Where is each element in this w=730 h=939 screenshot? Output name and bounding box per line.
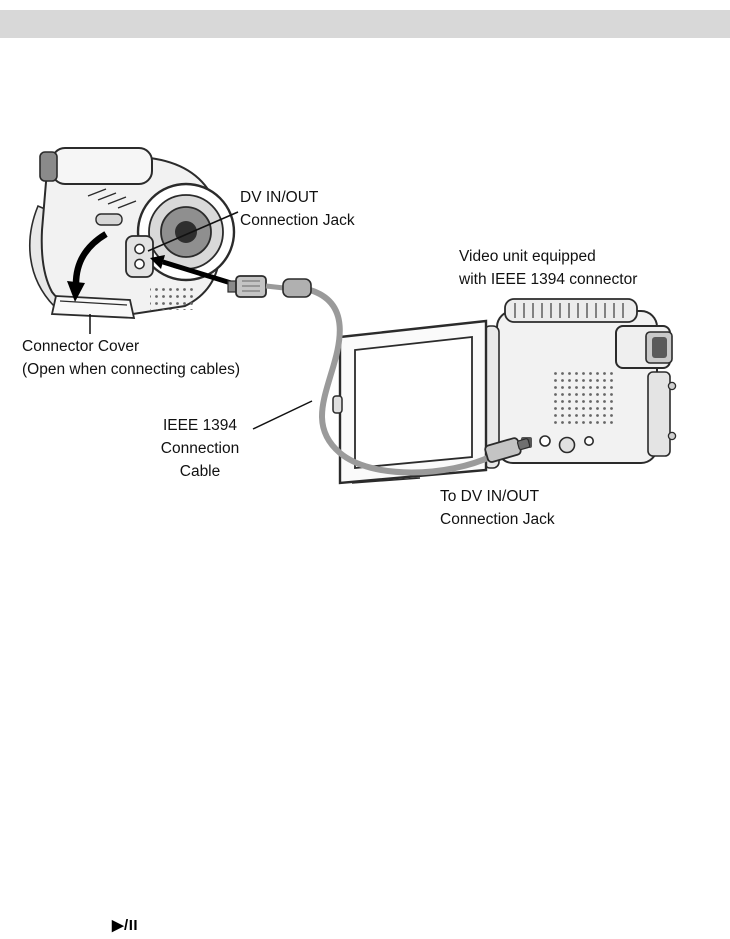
lcd-screen <box>354 335 473 469</box>
dv-jack-panel <box>125 235 154 278</box>
label-to-dv-jack: To DV IN/OUT Connection Jack <box>440 488 555 528</box>
jack-small-2 <box>583 435 594 446</box>
side-button <box>95 213 123 226</box>
battery-strip <box>647 371 671 457</box>
label-connector-cover: Connector Cover (Open when connecting ca… <box>22 338 240 378</box>
label-video-unit: Video unit equipped with IEEE 1394 conne… <box>459 248 638 288</box>
ferrite-bead <box>282 278 312 298</box>
label-ieee1394-cable: IEEE 1394 Connection Cable <box>160 417 240 480</box>
lcd-base-line <box>351 477 421 484</box>
ieee1394-cable <box>227 275 531 476</box>
cable-plug-left <box>227 275 312 298</box>
speaker-grid-right <box>552 372 614 424</box>
connector-cover-tray <box>50 295 136 319</box>
right-camcorder-illustration <box>332 298 677 485</box>
cable-line <box>307 287 495 476</box>
vent-lines <box>87 188 137 209</box>
eyecup <box>39 151 58 182</box>
page-header-bar <box>0 10 730 38</box>
play-pause-symbol: ▶/II <box>112 917 139 934</box>
lcd-panel <box>332 319 488 485</box>
jack-large <box>558 436 576 454</box>
jack-small-1 <box>539 435 551 447</box>
open-cover-arrow <box>67 231 108 302</box>
left-camcorder-illustration <box>29 147 236 319</box>
plug-insert-arrow <box>150 255 232 286</box>
strap-hook-bottom <box>667 431 677 441</box>
lcd-latch <box>332 395 343 414</box>
label-dv-jack: DV IN/OUT Connection Jack <box>240 189 355 229</box>
strap-hook-top <box>667 381 677 391</box>
viewfinder <box>51 147 153 185</box>
speaker-grid-left <box>150 284 194 310</box>
leader-dv-jack <box>147 211 239 252</box>
leader-cable-label <box>252 400 313 430</box>
grip-ridges <box>514 303 624 318</box>
cable-plug-right <box>484 437 531 463</box>
right-eyepiece-glass <box>652 337 667 358</box>
top-grip-strip <box>504 298 638 323</box>
